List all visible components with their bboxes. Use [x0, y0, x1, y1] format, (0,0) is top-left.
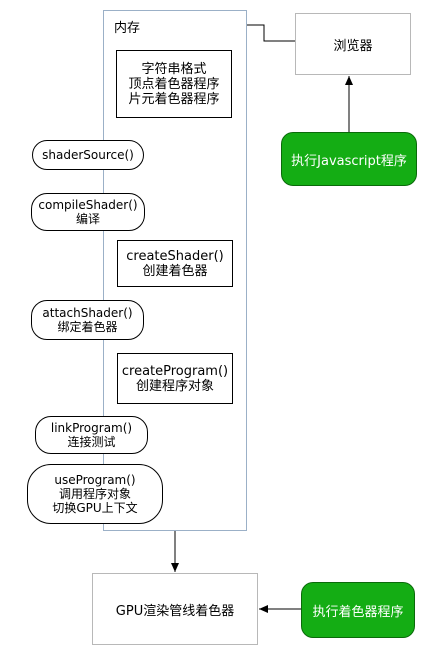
compile-shader-pill: compileShader() 编译: [31, 193, 145, 231]
create-shader-box: createShader() 创建着色器: [117, 240, 233, 287]
use-program-pill: useProgram() 调用程序对象 切换GPU上下文: [27, 464, 163, 524]
create-program-sub: 创建程序对象: [135, 378, 214, 394]
create-program-label: createProgram(): [121, 363, 229, 379]
create-shader-sub: 创建着色器: [142, 263, 208, 279]
browser-box: 浏览器: [295, 13, 411, 75]
create-shader-label: createShader(): [126, 248, 224, 264]
shader-source-pill: shaderSource(): [32, 140, 144, 170]
shader-source-label: shaderSource(): [42, 148, 134, 162]
run-shader-label: 执行着色器程序: [312, 604, 404, 620]
browser-label: 浏览器: [333, 38, 373, 54]
link-program-label: linkProgram(): [50, 421, 133, 435]
link-program-pill: linkProgram() 连接测试: [35, 416, 148, 454]
shader-string-line-2: 顶点着色器程序: [128, 76, 220, 92]
gpu-pipeline-label: GPU渲染管线着色器: [115, 603, 235, 619]
run-javascript-box: 执行Javascript程序: [281, 132, 417, 186]
run-shader-box: 执行着色器程序: [301, 582, 415, 638]
run-javascript-label: 执行Javascript程序: [291, 153, 407, 169]
attach-shader-sub: 绑定着色器: [57, 320, 118, 334]
create-program-box: createProgram() 创建程序对象: [117, 353, 233, 404]
use-program-label: useProgram(): [54, 473, 136, 487]
shader-string-box: 字符串格式 顶点着色器程序 片元着色器程序: [116, 50, 232, 118]
gpu-pipeline-box: GPU渲染管线着色器: [92, 573, 258, 645]
use-program-sub-2: 切换GPU上下文: [52, 501, 138, 515]
attach-shader-pill: attachShader() 绑定着色器: [31, 300, 144, 340]
compile-shader-label: compileShader(): [38, 198, 138, 212]
use-program-sub-1: 调用程序对象: [58, 487, 131, 501]
compile-shader-sub: 编译: [75, 212, 100, 226]
attach-shader-label: attachShader(): [42, 306, 133, 320]
shader-string-line-3: 片元着色器程序: [128, 91, 220, 107]
link-program-sub: 连接测试: [67, 435, 116, 449]
memory-title: 内存: [114, 21, 141, 36]
shader-string-line-1: 字符串格式: [141, 61, 207, 77]
